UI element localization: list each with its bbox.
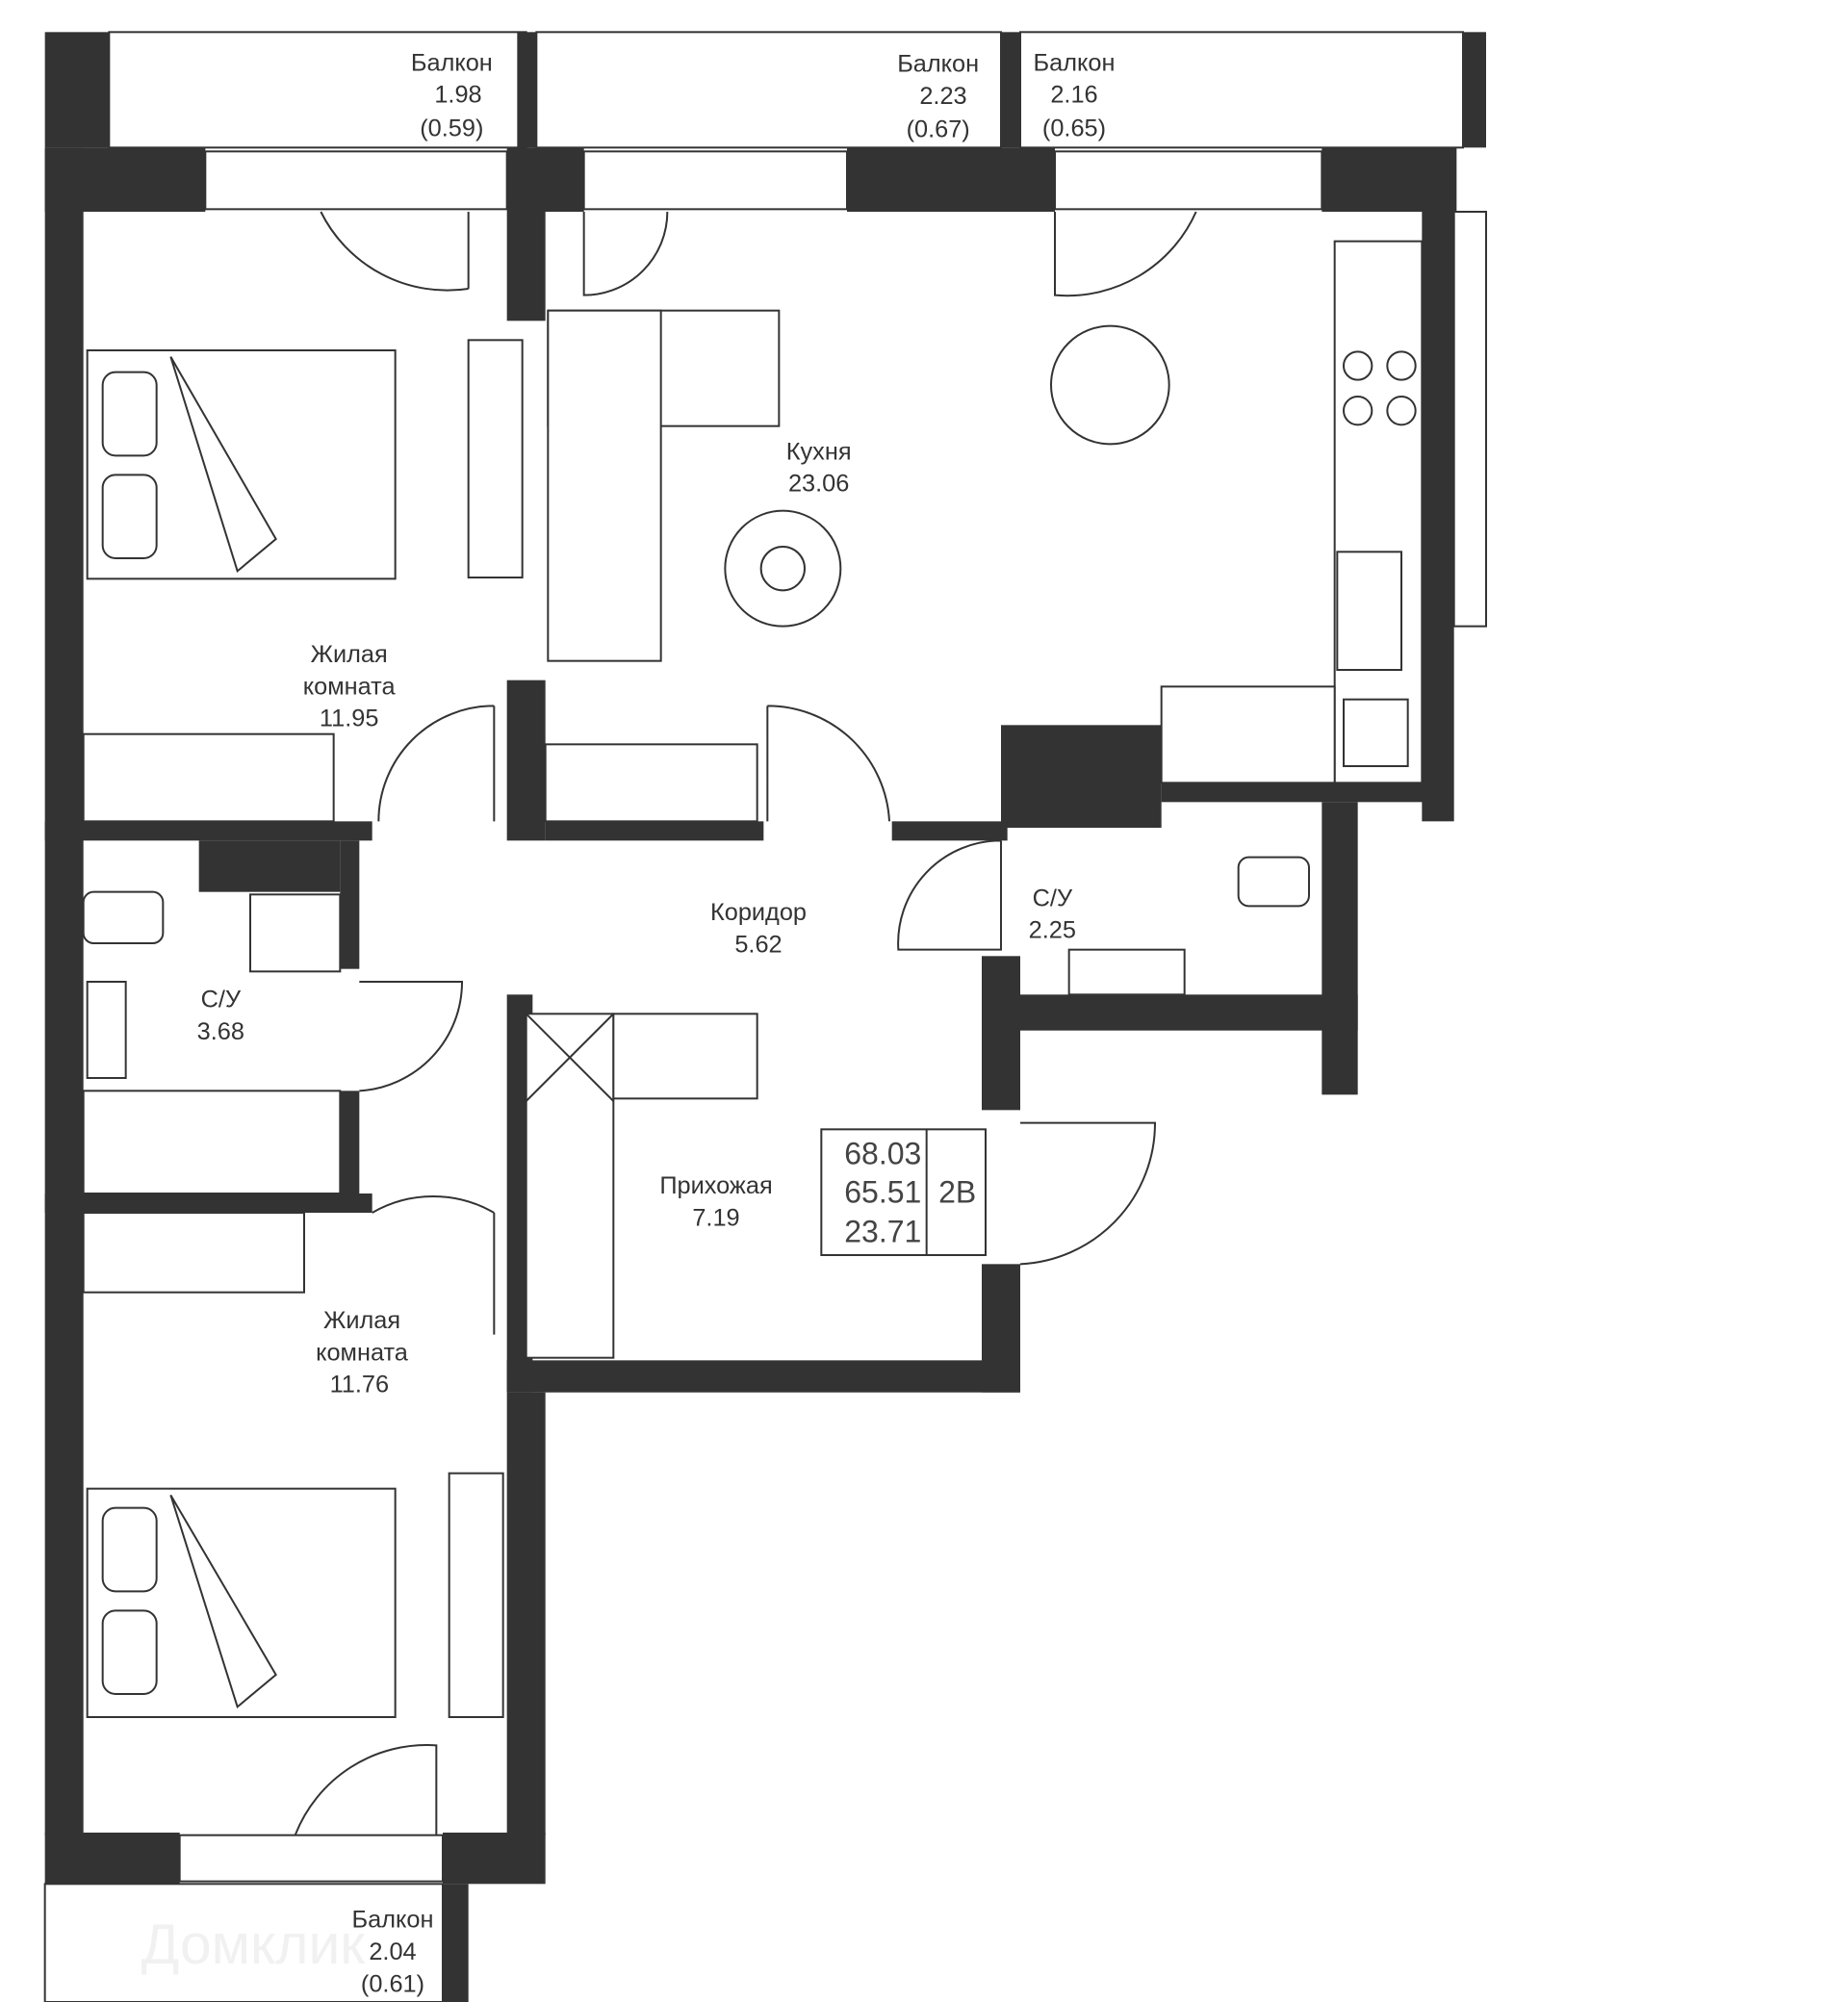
hall-wardrobe: [525, 1013, 615, 1359]
bath1-area: 3.68: [197, 1018, 244, 1045]
balcony-3-area: 2.16: [1050, 82, 1097, 109]
living-area: 23.71: [844, 1215, 921, 1249]
summary-box: 68.03 65.51 23.71 2В: [820, 1128, 987, 1256]
bath2-area: 2.25: [1029, 917, 1076, 944]
wardrobe-2: [544, 743, 758, 823]
kitchen-area: 23.06: [788, 471, 849, 498]
walls: [44, 147, 1457, 2002]
bedroom2-name-1: Жилая: [323, 1307, 400, 1334]
balcony-2-area: 2.23: [919, 83, 966, 110]
balconies-top: [44, 31, 1486, 149]
apartment-type: 2В: [938, 1174, 976, 1209]
dining-table: [1050, 324, 1170, 446]
balcony-1-area: 1.98: [434, 82, 481, 109]
bath1-name: С/У: [201, 987, 242, 1014]
corridor-area: 5.62: [734, 931, 782, 958]
balcony-4-name: Балкон: [352, 1907, 434, 1934]
desk: [82, 1212, 305, 1294]
balcony-2-name: Балкон: [897, 51, 979, 78]
windows: [178, 150, 1487, 1883]
kitchen-name: Кухня: [786, 438, 852, 465]
bathtub: [82, 1090, 342, 1194]
balcony-3-coef: (0.65): [1042, 115, 1106, 141]
wardrobe-1: [82, 732, 335, 823]
kitchen-counter: [1333, 240, 1424, 784]
tv-2: [448, 1472, 504, 1718]
balcony-3-name: Балкон: [1034, 49, 1116, 76]
watermark: Домклик: [141, 1913, 366, 1976]
corridor-name: Коридор: [710, 899, 807, 926]
balcony-1-name: Балкон: [411, 49, 493, 76]
total-area: 68.03: [844, 1136, 921, 1170]
bedroom1-name-1: Жилая: [311, 641, 388, 668]
hall-name: Прихожая: [659, 1172, 772, 1199]
balcony-bottom: [43, 1883, 444, 2002]
living-total-area: 65.51: [844, 1174, 921, 1209]
balcony-4-area: 2.04: [369, 1938, 416, 1965]
room-labels: Балкон 1.98 (0.59) Балкон 2.23 (0.67) Ба…: [197, 49, 1116, 1997]
bedroom2-name-2: комната: [316, 1339, 409, 1366]
bedroom2-area: 11.76: [330, 1372, 390, 1399]
furniture: [82, 240, 1424, 1718]
hall-area: 7.19: [692, 1204, 739, 1231]
rug: [724, 509, 842, 628]
balcony-1-coef: (0.59): [420, 115, 483, 141]
doors: [294, 211, 1197, 1836]
bath2-name: С/У: [1033, 885, 1073, 911]
bedroom1-area: 11.95: [320, 706, 379, 732]
balcony-2-coef: (0.67): [907, 116, 970, 143]
balcony-4-coef: (0.61): [361, 1970, 424, 1997]
bedroom1-name-2: комната: [303, 673, 397, 700]
tv-1: [467, 339, 524, 578]
